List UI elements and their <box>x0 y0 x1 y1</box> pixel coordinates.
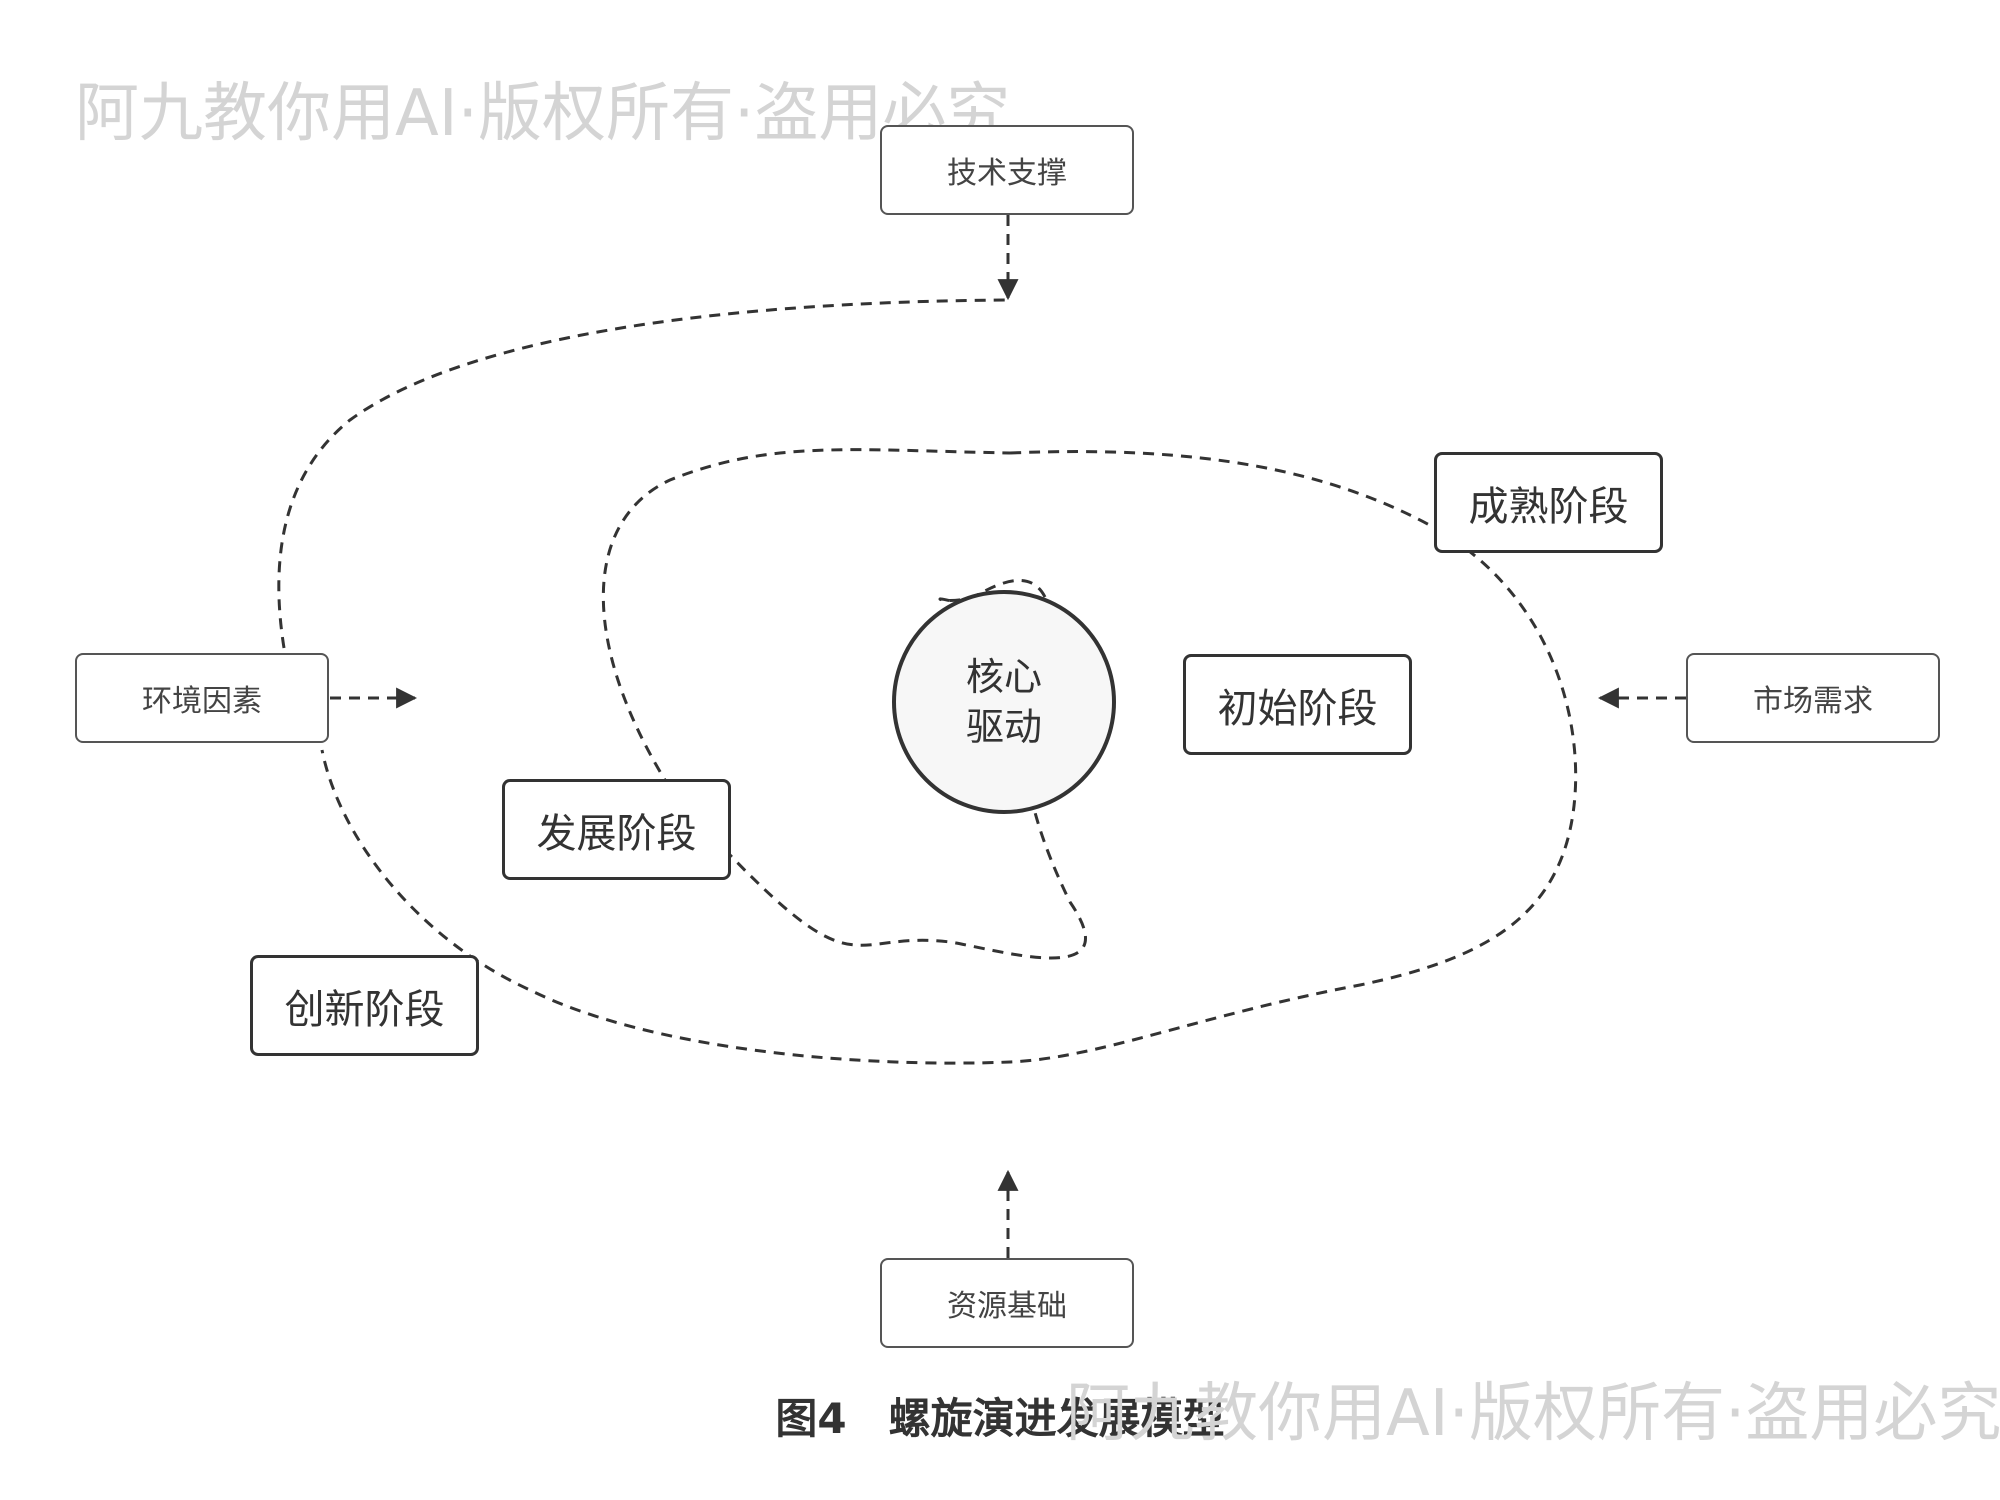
core-label-line1: 核心 <box>965 655 1042 699</box>
factor-resources[interactable]: 资源基础 <box>880 1258 1134 1348</box>
stage-innovation[interactable]: 创新阶段 <box>250 955 479 1056</box>
factor-environment[interactable]: 环境因素 <box>75 653 329 743</box>
spiral-mid-path <box>320 450 1578 1065</box>
stage-development[interactable]: 发展阶段 <box>502 779 731 880</box>
core-driver-node[interactable]: 核心 驱动 <box>892 590 1116 814</box>
factor-market[interactable]: 市场需求 <box>1686 653 1940 743</box>
watermark-top: 阿九教你用AI·版权所有·盗用必究 <box>75 77 1011 151</box>
figure-caption: 图4 螺旋演进发展模型 <box>775 1394 1225 1443</box>
factor-technology[interactable]: 技术支撑 <box>880 125 1134 215</box>
core-label-line2: 驱动 <box>965 705 1042 749</box>
watermark-bottom: 阿九教你用AI·版权所有·盗用必究 <box>1066 1377 2000 1451</box>
stage-initial[interactable]: 初始阶段 <box>1183 654 1412 755</box>
stage-mature[interactable]: 成熟阶段 <box>1434 452 1663 553</box>
spiral-outer-path <box>277 298 1009 649</box>
